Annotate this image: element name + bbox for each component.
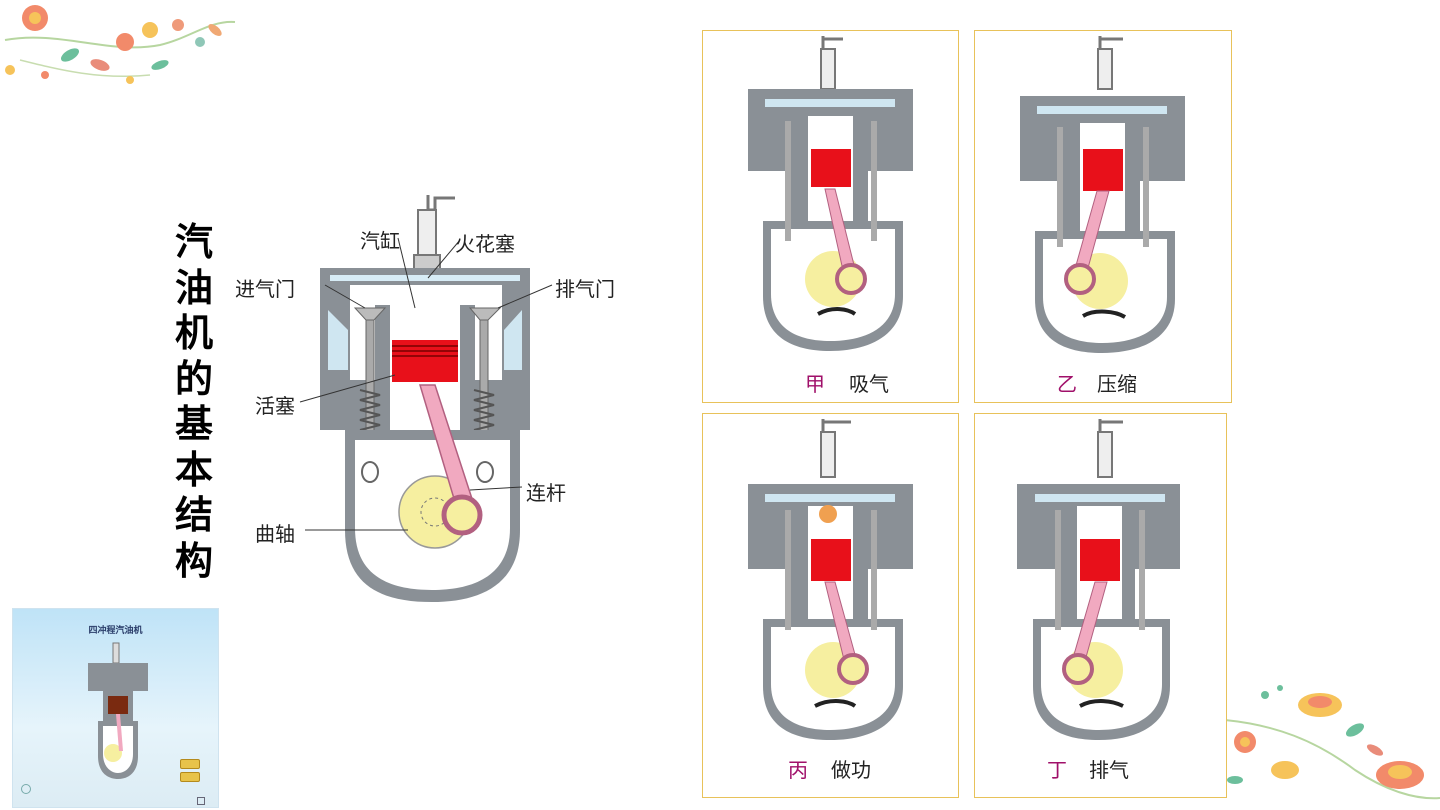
thumbnail-engine-icon (88, 642, 148, 779)
stroke-name: 压缩 (1097, 372, 1137, 396)
exhaust-stroke-diagram (1017, 419, 1180, 740)
thumbnail-pause-button[interactable] (180, 772, 200, 782)
stroke-name: 排气 (1089, 758, 1129, 782)
intake-stroke-diagram (748, 36, 913, 351)
label-cylinder: 汽缸 (360, 229, 400, 253)
floral-decoration-top-left (4, 5, 236, 84)
label-spark-plug: 火花塞 (455, 232, 515, 256)
engine-cross-section (299, 195, 553, 602)
stroke-panel-exhaust: 丁 排气 (974, 413, 1227, 798)
label-crankshaft: 曲轴 (255, 522, 295, 546)
stroke-panel-power: 丙 做功 (702, 413, 959, 798)
floral-decoration-bottom-right (1225, 685, 1440, 800)
stroke-panel-compression: 乙 压缩 (974, 30, 1232, 403)
stroke-name: 吸气 (849, 372, 889, 396)
stroke-panel-intake: 甲 吸气 (702, 30, 959, 403)
stroke-letter: 丁 (1047, 758, 1067, 782)
compression-stroke-diagram (1020, 36, 1185, 353)
stroke-letter: 丙 (788, 758, 808, 782)
thumbnail-play-button[interactable] (180, 759, 200, 769)
thumbnail-grid-icon (197, 797, 205, 805)
stroke-letter: 乙 (1057, 372, 1077, 396)
power-stroke-diagram (748, 419, 913, 740)
thumbnail-logo-icon (21, 784, 31, 794)
animation-thumbnail[interactable]: 四冲程汽油机 (12, 608, 219, 808)
label-piston: 活塞 (255, 394, 295, 418)
label-connecting-rod: 连杆 (526, 481, 566, 505)
page-title: 汽油机的基本结构 (174, 220, 213, 583)
stroke-letter: 甲 (805, 372, 825, 396)
label-intake-valve: 进气门 (235, 277, 295, 301)
main-engine-diagram: 汽缸 火花塞 进气门 排气门 活塞 连杆 曲轴 (230, 190, 640, 610)
label-exhaust-valve: 排气门 (555, 277, 615, 301)
thumbnail-title: 四冲程汽油机 (88, 626, 143, 636)
stroke-name: 做功 (831, 758, 871, 782)
